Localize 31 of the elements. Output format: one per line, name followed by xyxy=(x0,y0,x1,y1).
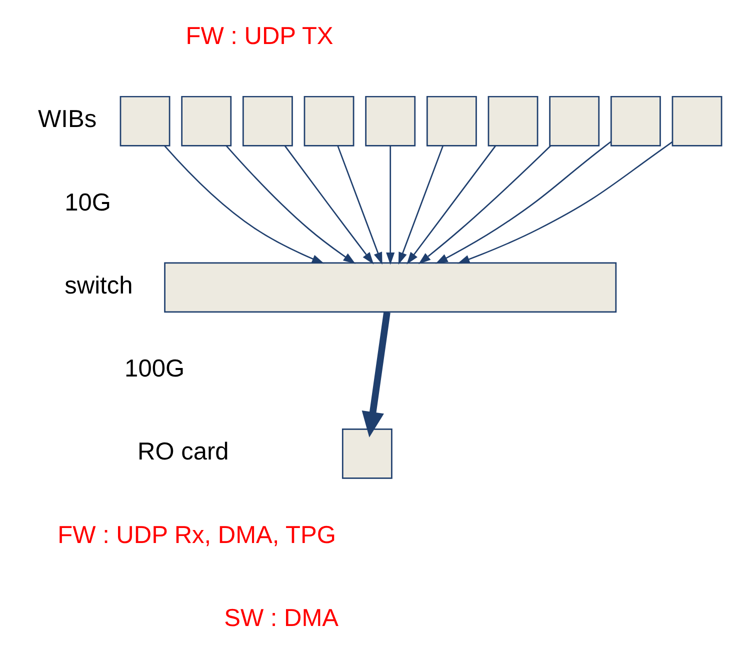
node-box xyxy=(426,96,476,146)
arrow xyxy=(336,146,382,265)
label: WIBs xyxy=(38,106,96,134)
arrow xyxy=(284,145,374,264)
label: 10G xyxy=(64,189,110,216)
arrow xyxy=(361,312,390,438)
node-box xyxy=(341,428,392,479)
node-box xyxy=(164,262,616,313)
label: 100G xyxy=(124,356,184,383)
arrow xyxy=(435,141,611,264)
arrow xyxy=(418,145,551,264)
arrow xyxy=(398,146,444,265)
node-box xyxy=(610,96,660,146)
node-box xyxy=(119,96,170,146)
label: RO card xyxy=(137,438,228,466)
arrow xyxy=(225,145,356,264)
label: FW : UDP TX xyxy=(185,23,333,50)
arrow xyxy=(386,146,394,265)
node-box xyxy=(303,96,354,146)
node-box xyxy=(487,96,538,146)
node-box xyxy=(180,96,232,146)
node-box xyxy=(548,96,600,146)
arrow xyxy=(164,145,324,264)
label: switch xyxy=(64,272,132,300)
node-box xyxy=(671,96,722,146)
label: FW : UDP Rx, DMA, TPG xyxy=(57,522,336,549)
arrow xyxy=(406,146,496,264)
label: SW : DMA xyxy=(224,604,338,632)
node-box xyxy=(364,96,416,146)
node-box xyxy=(242,96,292,146)
arrow xyxy=(456,141,672,264)
